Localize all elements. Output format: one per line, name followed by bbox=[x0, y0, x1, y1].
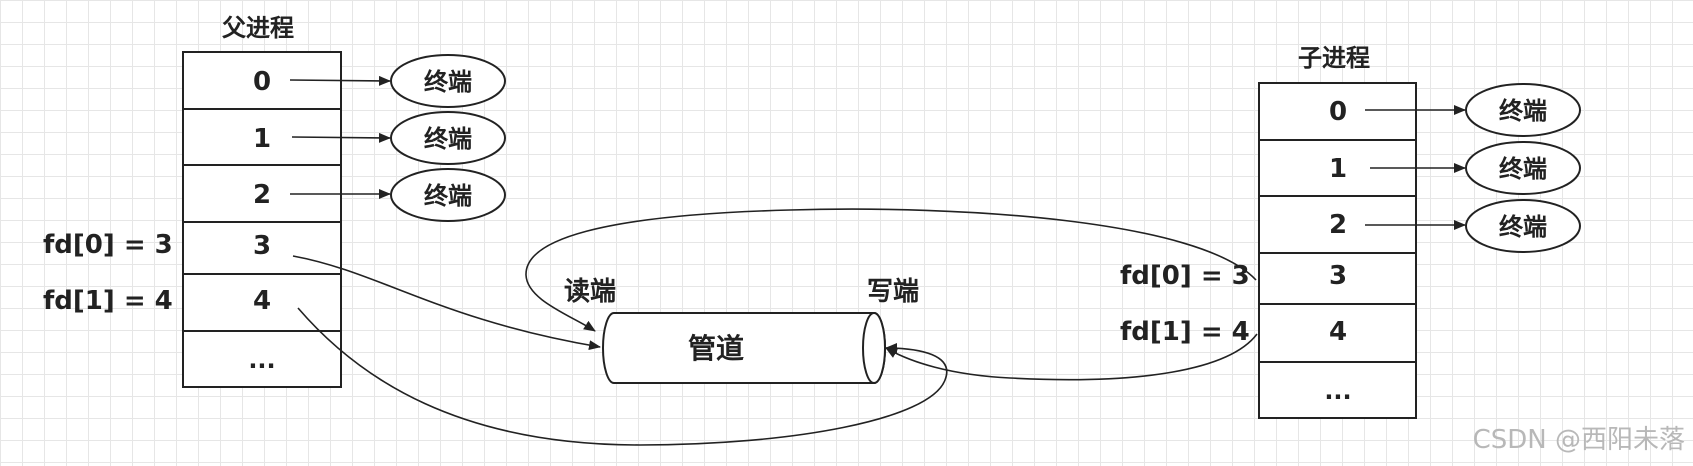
child-terminal-label-0: 终端 bbox=[1499, 97, 1547, 125]
child-fd-cell-more bbox=[1258, 361, 1417, 419]
parent-terminal-label-0: 终端 bbox=[424, 68, 472, 96]
pipe-label: 管道 bbox=[688, 332, 744, 365]
child-terminal-2 bbox=[1465, 199, 1581, 253]
child-fd-table: 0 1 2 3 4 ... bbox=[1258, 82, 1417, 419]
parent-arrow-1 bbox=[291, 132, 391, 143]
child-terminal-0 bbox=[1465, 83, 1581, 137]
child-fd-label-3: 3 bbox=[1329, 261, 1347, 291]
pipe-read-end-label: 读端 bbox=[564, 277, 616, 307]
parent-fd-label-4: 4 bbox=[253, 286, 271, 316]
parent-fd-label-0: 0 bbox=[253, 67, 271, 97]
child-fd-label-1: 1 bbox=[1329, 154, 1347, 184]
child-fd3-to-read-end bbox=[525, 208, 1257, 332]
child-fd0-label: fd[0] = 3 bbox=[1120, 261, 1250, 291]
pipe-write-face bbox=[862, 312, 886, 384]
child-terminal-label-1: 终端 bbox=[1499, 155, 1547, 183]
parent-process-title: 父进程 bbox=[222, 14, 294, 42]
child-fd-label-0: 0 bbox=[1329, 97, 1347, 127]
csdn-watermark: CSDN @西阳未落 bbox=[1473, 425, 1685, 455]
parent-fd3-to-read-end bbox=[292, 255, 601, 351]
child-fd1-label: fd[1] = 4 bbox=[1120, 317, 1250, 347]
parent-fd1-label: fd[1] = 4 bbox=[43, 286, 173, 316]
child-fd-cell-3 bbox=[1258, 252, 1417, 305]
parent-terminal-1 bbox=[390, 111, 506, 165]
parent-fd0-label: fd[0] = 3 bbox=[43, 230, 173, 260]
child-process-title: 子进程 bbox=[1298, 44, 1370, 72]
parent-fd-label-1: 1 bbox=[253, 124, 271, 154]
child-terminal-label-2: 终端 bbox=[1499, 213, 1547, 241]
child-fd-cell-0 bbox=[1258, 82, 1417, 141]
parent-terminal-label-1: 终端 bbox=[424, 125, 472, 153]
child-fd4-to-write-end bbox=[885, 333, 1258, 381]
parent-arrow-0 bbox=[289, 75, 391, 86]
parent-fd4-to-write-end bbox=[297, 307, 948, 446]
parent-terminal-label-2: 终端 bbox=[424, 182, 472, 210]
pipe-cylinder bbox=[602, 312, 886, 384]
parent-terminal-2 bbox=[390, 168, 506, 222]
pipe-write-end-label: 写端 bbox=[867, 277, 919, 307]
child-terminal-1 bbox=[1465, 141, 1581, 195]
child-fd-label-4: 4 bbox=[1329, 317, 1347, 347]
parent-fd-table: 0 1 2 3 4 ... bbox=[182, 51, 342, 388]
child-fd-label-2: 2 bbox=[1329, 210, 1347, 240]
parent-fd-label-2: 2 bbox=[253, 180, 271, 210]
parent-fd-label-more: ... bbox=[248, 346, 275, 374]
parent-fd-cell-more bbox=[182, 330, 342, 388]
parent-fd-cell-3 bbox=[182, 221, 342, 275]
child-fd-label-more: ... bbox=[1324, 377, 1351, 405]
parent-terminal-0 bbox=[390, 54, 506, 108]
parent-fd-label-3: 3 bbox=[253, 231, 271, 261]
